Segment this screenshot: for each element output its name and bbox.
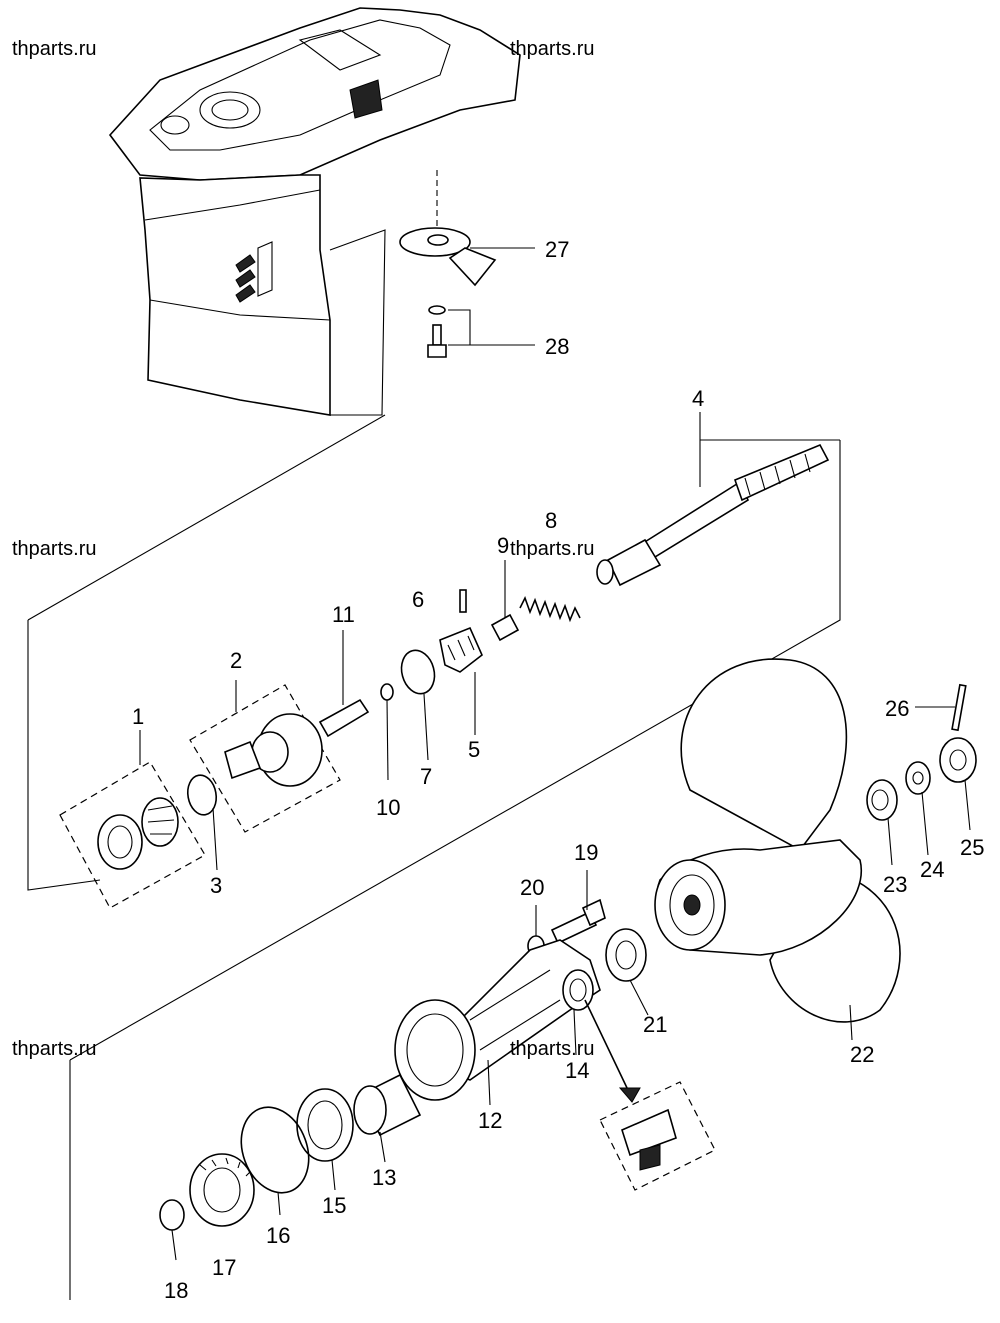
watermark: thparts.ru [12,1038,96,1060]
spring-8 [519,595,581,623]
shim-18 [159,1199,185,1261]
bearing-1 [59,730,206,909]
callout-22: 22 [850,1042,874,1067]
callout-6: 6 [412,587,424,612]
callout-18: 18 [164,1278,188,1303]
bolt-19 [550,870,606,945]
forward-gear-2 [189,680,341,833]
callout-15: 15 [322,1193,346,1218]
propeller-shaft-4 [596,412,830,587]
watermark: thparts.ru [510,538,594,560]
callout-26: 26 [885,696,909,721]
ball-bearing-15 [296,1088,354,1191]
callout-27: 27 [545,237,569,262]
callout-19: 19 [574,840,598,865]
seal-detail-box [599,1081,716,1191]
callout-13: 13 [372,1165,396,1190]
watermark: thparts.ru [510,1038,594,1060]
callout-20: 20 [520,875,544,900]
spacer-21 [605,928,649,1016]
washer-10 [380,683,394,781]
ring-7 [400,649,436,761]
callout-11: 11 [332,602,355,627]
pin-6 [459,589,467,613]
propeller-22 [654,658,901,1041]
callout-21: 21 [643,1012,667,1037]
clutch-5 [439,626,483,735]
reverse-gear-17 [189,1153,255,1227]
watermark: thparts.ru [12,538,96,560]
callout-16: 16 [266,1223,290,1248]
spacer-23 [866,779,898,866]
shim-3 [186,774,218,871]
oil-seal-14 [562,969,641,1103]
slider-9 [490,560,520,642]
bolt-28 [427,305,535,358]
callout-17: 17 [212,1255,236,1280]
callout-5: 5 [468,737,480,762]
callout-24: 24 [920,857,944,882]
callout-10: 10 [376,795,400,820]
needle-bearing-13 [353,1073,422,1163]
callout-9: 9 [497,533,509,558]
callout-28: 28 [545,334,569,359]
callout-23: 23 [883,872,907,897]
watermark: thparts.ru [12,38,96,60]
callout-8: 8 [545,508,557,533]
watermark: thparts.ru [510,38,594,60]
callout-7: 7 [420,764,432,789]
callout-25: 25 [960,835,984,860]
shaft-11 [318,630,370,738]
washer-24 [905,761,931,856]
callout-4: 4 [692,386,704,411]
nut-25 [939,737,977,831]
gear-case-housing [108,7,521,416]
o-ring-16 [240,1106,310,1216]
callout-3: 3 [210,873,222,898]
callout-14: 14 [565,1058,589,1083]
anode-27 [399,170,535,287]
callout-1: 1 [132,704,144,729]
cotter-pin-26 [915,683,967,732]
assembly-frame-lines [27,414,841,1300]
callout-2: 2 [230,648,242,673]
bearing-housing-12 [394,939,601,1106]
callout-12: 12 [478,1108,502,1133]
